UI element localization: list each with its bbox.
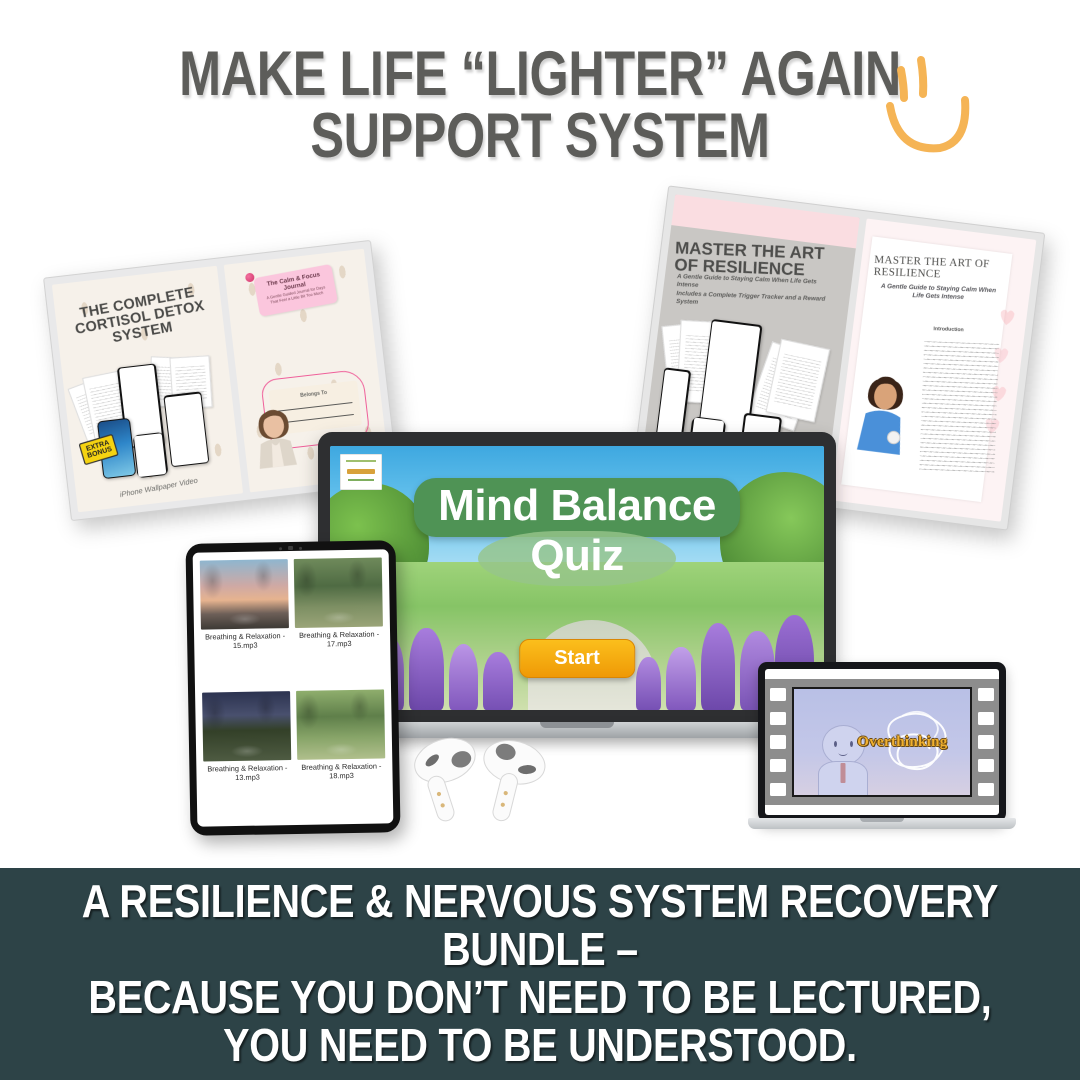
woman-illustration bbox=[258, 409, 298, 469]
list-item[interactable]: Breathing & Relaxation - 18.mp3 bbox=[296, 688, 386, 817]
film-strip-frame: Overthinking bbox=[765, 679, 999, 805]
introduction-heading: Introduction bbox=[933, 325, 965, 333]
cartoon-character-body bbox=[818, 760, 869, 795]
banner-line-3: YOU NEED TO BE UNDERSTOOD. bbox=[223, 1018, 857, 1071]
night-lake-thumb-icon bbox=[202, 690, 292, 762]
list-item[interactable]: Breathing & Relaxation - 13.mp3 bbox=[202, 690, 292, 819]
video-screen: Overthinking bbox=[765, 669, 999, 815]
quiz-title-panel: Mind Balance Quiz bbox=[374, 477, 779, 586]
wireless-earbuds-icon bbox=[414, 737, 546, 822]
cortisol-product-collage: EXTRA BONUS bbox=[67, 349, 230, 484]
mini-laptop-trackpad-notch bbox=[860, 818, 904, 822]
laptop-trackpad-notch bbox=[540, 722, 614, 728]
tablet-camera-icon bbox=[279, 545, 303, 551]
tangled-thoughts-scribble-icon bbox=[887, 710, 947, 770]
file-name: Breathing & Relaxation - 13.mp3 bbox=[207, 762, 288, 782]
forest-stream-thumb-icon bbox=[293, 557, 383, 628]
laptop-lid: Mind Balance Quiz Start bbox=[318, 432, 836, 728]
headline-line-2: SUPPORT SYSTEM bbox=[310, 101, 770, 172]
lavender bbox=[636, 657, 661, 710]
file-name: Breathing & Relaxation - 15.mp3 bbox=[204, 631, 286, 651]
film-perforations-right bbox=[973, 679, 999, 805]
resilience-mockup-card: MASTER THE ART OF RESILIENCE A Gentle Gu… bbox=[630, 185, 1046, 531]
file-name: Breathing & Relaxation - 18.mp3 bbox=[301, 760, 382, 781]
list-item[interactable]: Breathing & Relaxation - 15.mp3 bbox=[199, 559, 290, 687]
brand-logo-icon bbox=[340, 454, 382, 490]
lavender bbox=[665, 646, 696, 710]
resilience-cover-subtitle: A Gentle Guide to Staying Calm When Life… bbox=[676, 273, 833, 312]
cortisol-cover-page: THE COMPLETE CORTISOL DETOX SYSTEM EXTRA… bbox=[51, 265, 244, 513]
film-perforations-left bbox=[765, 679, 791, 805]
banner-line-1: A RESILIENCE & NERVOUS SYSTEM RECOVERY B… bbox=[81, 875, 999, 976]
start-button[interactable]: Start bbox=[519, 638, 635, 678]
lavender bbox=[483, 651, 513, 710]
mini-laptop-lid: Overthinking bbox=[758, 662, 1006, 822]
quiz-title-line-2: Quiz bbox=[478, 530, 676, 586]
banner-line-2: BECAUSE YOU DON’T NEED TO BE LECTURED, bbox=[88, 971, 992, 1023]
introduction-body-text bbox=[919, 341, 1001, 475]
lavender bbox=[409, 628, 444, 710]
woman-with-cup-illustration bbox=[856, 376, 903, 455]
sunset-thumb-icon bbox=[199, 559, 289, 630]
lavender bbox=[448, 644, 479, 710]
laptop-mockup: Mind Balance Quiz Start bbox=[302, 432, 852, 762]
quiz-title-line-1: Mind Balance bbox=[414, 477, 740, 537]
quiz-screen: Mind Balance Quiz Start bbox=[330, 446, 824, 710]
lavender bbox=[700, 622, 736, 710]
calm-focus-journal-page: The Calm & Focus Journal A Gentle Guided… bbox=[224, 248, 391, 493]
file-name: Breathing & Relaxation - 17.mp3 bbox=[298, 629, 380, 649]
necktie-icon bbox=[840, 762, 846, 783]
bottom-banner: A RESILIENCE & NERVOUS SYSTEM RECOVERY B… bbox=[0, 868, 1080, 1080]
list-item[interactable]: Breathing & Relaxation - 17.mp3 bbox=[293, 557, 384, 685]
mini-laptop-video-mockup: Overthinking bbox=[748, 662, 1016, 840]
overthinking-caption: Overthinking bbox=[857, 733, 948, 750]
forest-pool-thumb-icon bbox=[296, 688, 386, 760]
mini-laptop-base bbox=[748, 818, 1016, 829]
watch-mockup bbox=[132, 431, 169, 479]
cartoon-character-head bbox=[821, 725, 865, 766]
resilience-interior-page: MASTER THE ART OF RESILIENCE A Gentle Gu… bbox=[830, 218, 1037, 522]
headline-line-1: MAKE LIFE “LIGHTER” AGAIN bbox=[179, 39, 901, 109]
tablet-mockup-audio-files: Breathing & Relaxation - 15.mp3 Breathin… bbox=[185, 540, 401, 836]
cortisol-detox-mockup-card: THE COMPLETE CORTISOL DETOX SYSTEM EXTRA… bbox=[43, 239, 399, 522]
laptop-base bbox=[302, 722, 852, 738]
video-frame: Overthinking bbox=[791, 687, 973, 797]
smiley-face-icon bbox=[886, 56, 970, 153]
file-grid: Breathing & Relaxation - 15.mp3 Breathin… bbox=[192, 549, 394, 827]
